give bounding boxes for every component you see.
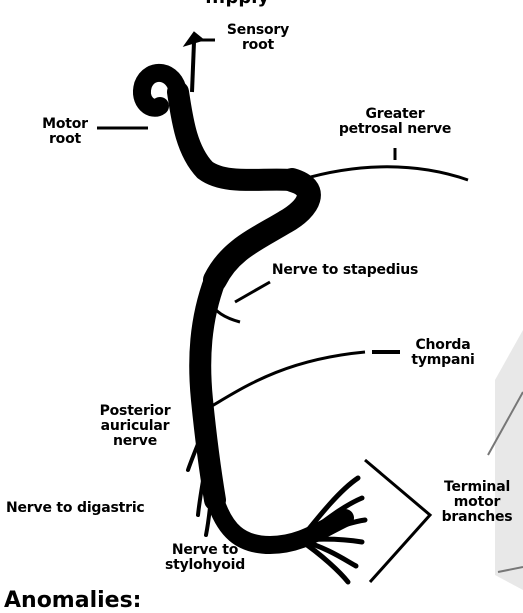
stapedius-pointer	[235, 282, 270, 302]
nerve-to-stapedius-label: Nerve to stapedius	[255, 263, 435, 278]
nerve-to-stylohyoid-label: Nerve to stylohyoid	[150, 543, 260, 573]
header-fragment: ...pply	[205, 0, 269, 8]
terminal-branches	[300, 478, 365, 582]
greater-petrosal-branch	[300, 167, 468, 180]
nerve-to-digastric-label: Nerve to digastric	[6, 501, 186, 516]
footer-fragment: Anomalies:	[4, 589, 141, 613]
edge-shadow	[495, 330, 523, 590]
nerve-trunk	[142, 73, 345, 545]
terminal-bracket	[365, 460, 430, 582]
greater-petrosal-nerve-label: Greater petrosal nerve	[325, 107, 465, 137]
terminal-motor-branches-label: Terminal motor branches	[432, 480, 522, 525]
chorda-tympani-label: Chorda tympani	[402, 338, 484, 368]
posterior-auricular-nerve-label: Posterior auricular nerve	[85, 404, 185, 449]
chorda-tympani-branch	[205, 352, 365, 410]
sensory-root-arrow	[184, 32, 215, 92]
motor-root-label: Motor root	[30, 117, 100, 147]
sensory-root-label: Sensory root	[218, 23, 298, 53]
